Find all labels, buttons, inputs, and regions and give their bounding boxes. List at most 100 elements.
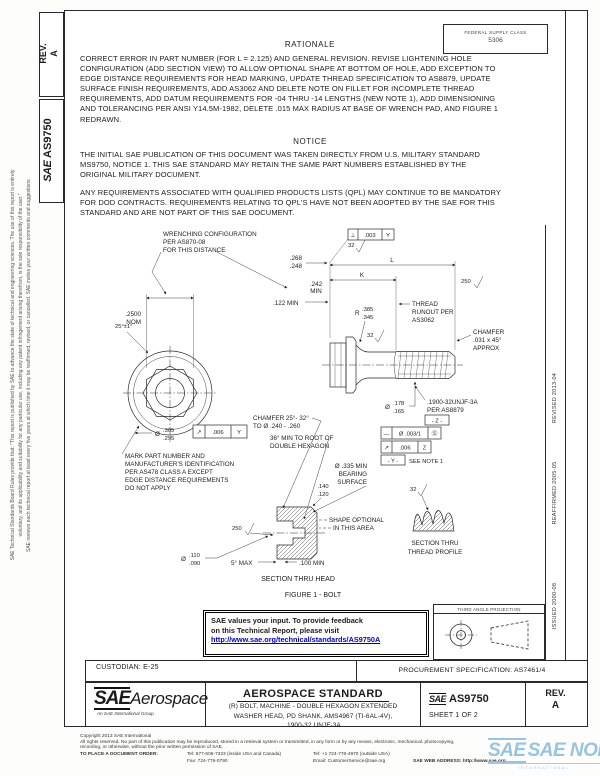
svg-text:THREAD: THREAD [412, 301, 438, 308]
svg-text:32: 32 [348, 243, 354, 249]
title-line-2: WASHER HEAD, PD SHANK, AMS4967 (TI-6AL-4… [233, 712, 393, 720]
projection-box: THIRD ANGLE PROJECTION [433, 604, 545, 660]
svg-text:.031 x 45°: .031 x 45° [473, 336, 502, 344]
length-dimensions: L K [329, 257, 456, 350]
watermark-text: SAE NORM [527, 740, 600, 761]
notice-para-1: THE INITIAL SAE PUBLICATION OF THIS DOCU… [80, 150, 480, 180]
svg-text:32: 32 [410, 487, 416, 493]
dim-2500: .2500 [125, 311, 141, 318]
feedback-link[interactable]: http://www.sae.org/technical/standards/A… [211, 635, 381, 645]
svg-text:5° MAX: 5° MAX [231, 559, 253, 567]
watermark-subtext: INTERNATIONAL [488, 763, 600, 770]
svg-text:.385: .385 [362, 307, 373, 313]
svg-text:.140: .140 [317, 484, 328, 490]
svg-text:TO Ø .240 - .260: TO Ø .240 - .260 [253, 423, 301, 430]
footer-web: SAE WEB ADDRESS: http://www.sae.org [413, 759, 506, 764]
svg-text:DOUBLE HEXAGON: DOUBLE HEXAGON [270, 443, 330, 450]
reaffirmed-date: REAFFIRMED 2005-05 [552, 461, 558, 525]
svg-text:Y: Y [386, 233, 390, 239]
svg-text:- Y -: - Y - [388, 459, 399, 465]
section-thru-thread: SECTION THRU THREAD PROFILE [408, 510, 462, 556]
doc-number: AS9750 [42, 118, 54, 158]
svg-text:RUNOUT PER: RUNOUT PER [412, 309, 454, 316]
svg-text:APPROX: APPROX [473, 345, 500, 352]
dim-hex-angle: 25°±1° [115, 324, 133, 330]
svg-text:.006: .006 [212, 430, 223, 436]
title-line-1: (R) BOLT, MACHINE - DOUBLE HEXAGON EXTEN… [228, 703, 398, 710]
section-thru-head: SECTION THRU HEAD [261, 506, 335, 583]
socket-chamfer-note: CHAMFER 25°- 32° TO Ø .240 - .260 [253, 414, 322, 509]
drawing-right-line [545, 225, 546, 660]
svg-text:32: 32 [367, 333, 373, 339]
aerospace-wordmark: Aerospace [130, 689, 208, 708]
notice-para-2: ANY REQUIREMENTS ASSOCIATED WITH QUALIFI… [80, 188, 501, 218]
svg-text:R: R [355, 310, 360, 317]
footer-rights-2: recording, or otherwise, without the pri… [80, 745, 224, 750]
doc-sidebar-text: SAE AS9750 [42, 98, 58, 202]
svg-text:↗: ↗ [384, 446, 389, 452]
svg-text:AS3062: AS3062 [412, 317, 435, 324]
svg-text:PER AS870-08: PER AS870-08 [163, 239, 206, 246]
feedback-line-2: on this Technical Report, please visit [211, 625, 339, 635]
head-dimensions: .268 .248 .242 MIN .122 MIN [273, 255, 329, 307]
svg-text:250: 250 [232, 526, 242, 532]
procurement-spec: PROCUREMENT SPECIFICATION: AS7461/4 [356, 661, 587, 681]
sae-logo-tiny: SAE [429, 693, 447, 705]
svg-text:.295: .295 [163, 436, 174, 442]
surface-finish-marks: 32 32 32 250 250 [232, 239, 484, 537]
feedback-line-1: SAE values your input. To provide feedba… [211, 616, 363, 625]
footer-copyright: Copyright 2013 SAE International [80, 734, 152, 739]
svg-text:SURFACE: SURFACE [337, 479, 367, 486]
thread-runout-note: THREAD RUNOUT PER AS3062 [398, 301, 454, 324]
fsc-label: FEDERAL SUPPLY CLASS [464, 30, 527, 35]
svg-text:36° MIN TO ROOT OF: 36° MIN TO ROOT OF [270, 434, 334, 442]
svg-text:Ø: Ø [181, 556, 186, 563]
svg-text:Ⓢ: Ⓢ [432, 430, 438, 438]
svg-text:Ø: Ø [385, 404, 390, 411]
footer-rights-1: All rights reserved. No part of this pub… [80, 740, 455, 745]
svg-text:MARK PART NUMBER AND: MARK PART NUMBER AND [125, 453, 205, 460]
svg-text:SHAPE OPTIONAL: SHAPE OPTIONAL [329, 517, 384, 524]
rationale-body: CORRECT ERROR IN PART NUMBER (FOR L = 2.… [80, 54, 499, 124]
svg-text:Z: Z [423, 446, 427, 452]
revision-value: A [551, 700, 560, 711]
svg-text:EDGE DISTANCE REQUIREMENTS: EDGE DISTANCE REQUIREMENTS [125, 477, 228, 484]
svg-text:- Z -: - Z - [432, 419, 443, 425]
chamfer-note: CHAMFER .031 x 45° APPROX [456, 329, 505, 352]
svg-text:⊥: ⊥ [350, 232, 355, 239]
hexagon-root-note: 36° MIN TO ROOT OF DOUBLE HEXAGON [270, 434, 334, 520]
rev-sidebar-box: REV. A [38, 12, 64, 97]
footer-email: Email: CustomerService@sae.org [313, 759, 386, 764]
watermark-sae-logo: SAE [488, 738, 526, 763]
sae-logo: SAE [94, 687, 131, 710]
sae-logo-small: SAE [42, 160, 54, 182]
revision-label: REV. [545, 688, 566, 698]
wrenching-note: WRENCHING CONFIGURATION PER AS870-08 FOR… [151, 231, 288, 295]
svg-text:.110: .110 [189, 553, 200, 559]
fillet-radius-callout: R .385 .345 [355, 307, 373, 343]
dim-K: K [360, 272, 365, 279]
svg-text:↗: ↗ [197, 430, 202, 436]
document-number: AS9750 [449, 693, 489, 705]
shape-optional-note: SHAPE OPTIONAL IN THIS AREA [317, 517, 384, 532]
svg-text:PER AS478 CLASS A EXCEPT: PER AS478 CLASS A EXCEPT [125, 469, 213, 476]
revised-date: REVISED 2013-04 [552, 372, 558, 424]
svg-text:.120: .120 [317, 492, 328, 498]
svg-text:250: 250 [461, 279, 471, 285]
svg-text:.178: .178 [393, 401, 404, 407]
figure-caption: FIGURE 1 - BOLT [285, 592, 342, 599]
disclaimer-line-3: SAE reviews each technical report at lea… [26, 178, 32, 552]
disclaimer-line-2: voluntary, and its applicability and sui… [18, 193, 24, 537]
technical-drawing: WRENCHING CONFIGURATION PER AS870-08 FOR… [115, 228, 505, 599]
sheet-number: SHEET 1 OF 2 [429, 712, 478, 719]
projection-symbol-icon [445, 620, 529, 650]
right-margin-line [565, 10, 566, 660]
svg-text:.242: .242 [310, 281, 323, 288]
svg-text:.305: .305 [163, 428, 174, 434]
svg-text:—: — [384, 432, 390, 438]
fsc-value: 5306 [488, 37, 503, 44]
shank-diameter-callout: Ø .178 .165 [385, 381, 417, 415]
svg-text:MIN: MIN [310, 288, 322, 295]
